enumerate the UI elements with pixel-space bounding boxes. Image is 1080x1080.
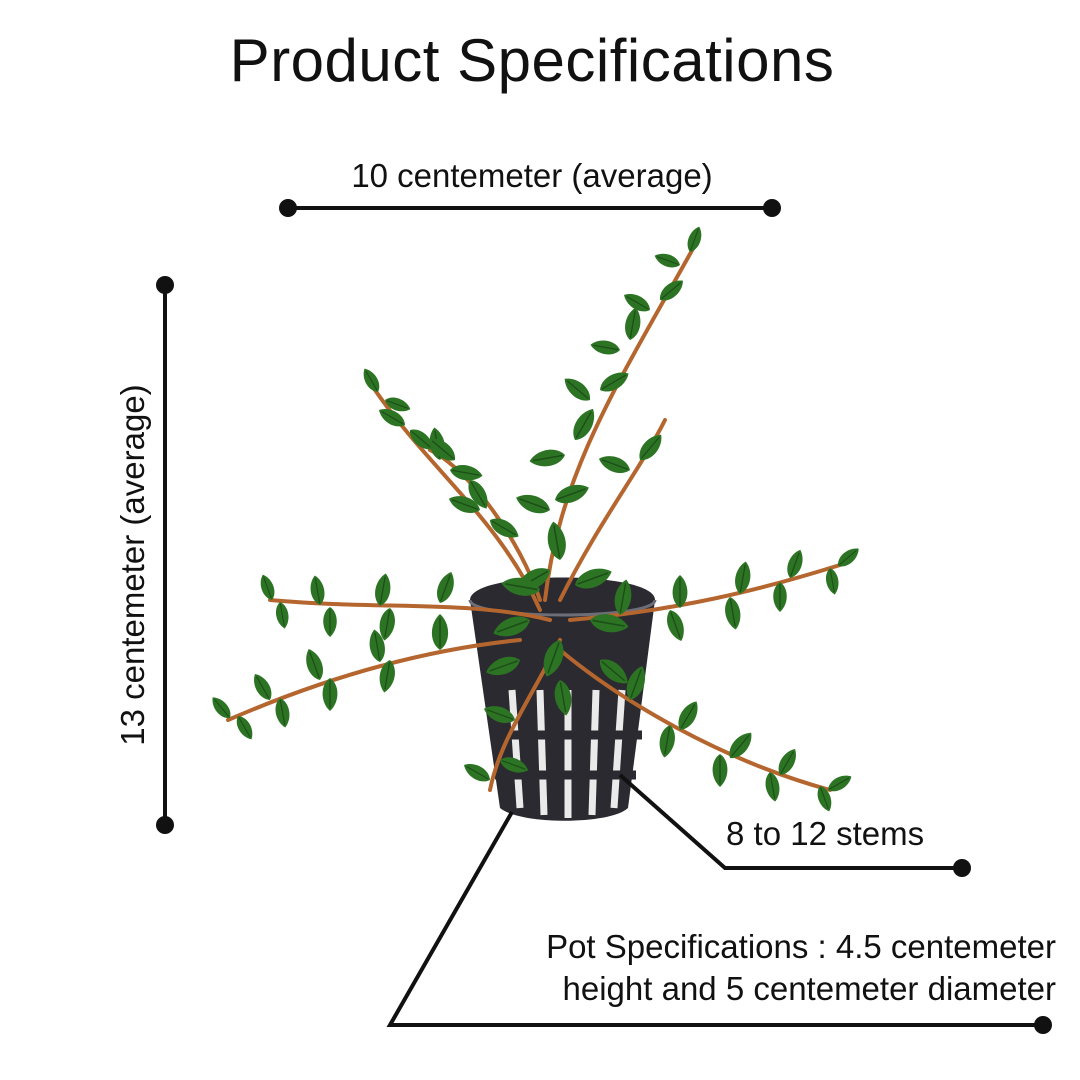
pot-specifications-label: Pot Specifications : 4.5 centemeter heig… <box>546 926 1056 1010</box>
height-line-top-dot <box>156 276 174 294</box>
height-line-bottom-dot <box>156 816 174 834</box>
height-dimension-line <box>156 276 174 834</box>
stems-callout-line <box>618 773 971 877</box>
width-line-start-dot <box>279 199 297 217</box>
pot-callout-dot <box>1034 1016 1052 1034</box>
page-title: Product Specifications <box>229 27 835 94</box>
stems-label: 8 to 12 stems <box>726 815 925 852</box>
pot-label-line-1: Pot Specifications : 4.5 centemeter <box>546 928 1056 965</box>
stems-callout-dot <box>953 859 971 877</box>
height-label: 13 centemeter (average) <box>114 384 151 746</box>
pot-label-line-2: height and 5 centemeter diameter <box>562 970 1056 1007</box>
width-dimension-line <box>279 199 781 217</box>
width-label: 10 centemeter (average) <box>351 157 713 194</box>
width-line-end-dot <box>763 199 781 217</box>
pot-callout-line <box>386 811 1052 1034</box>
